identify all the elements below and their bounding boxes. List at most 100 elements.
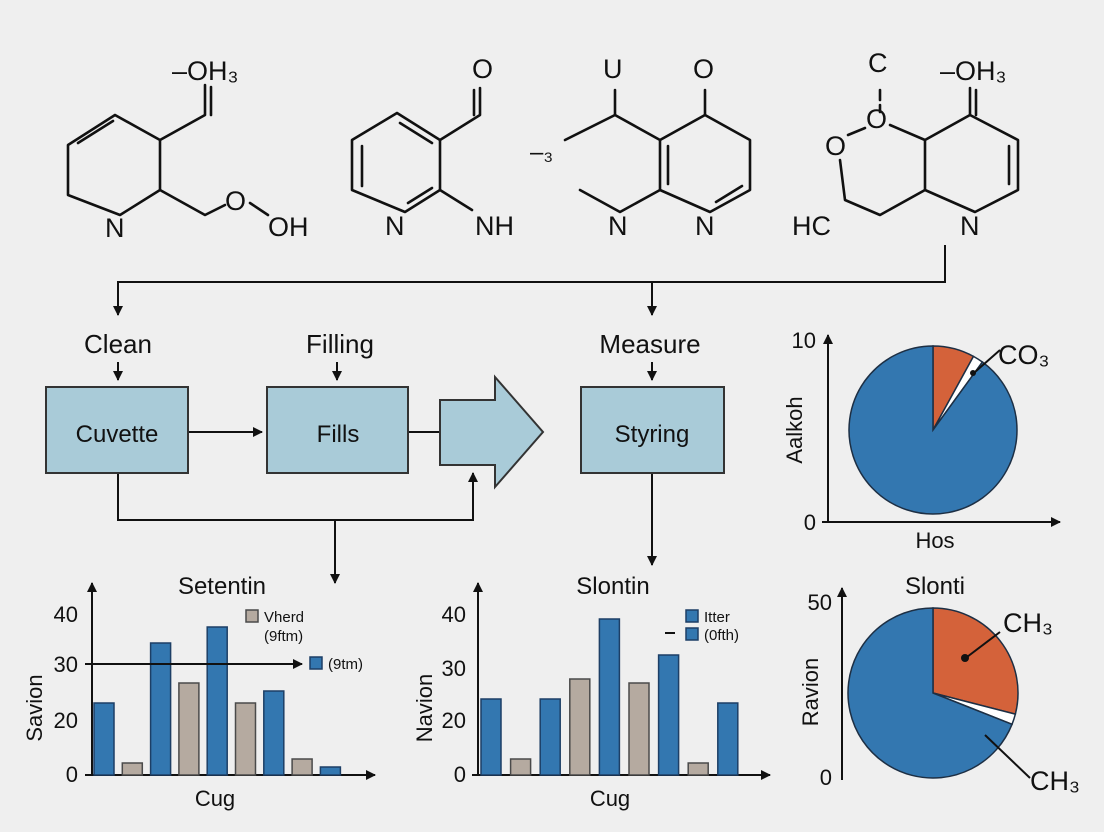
pie2-callout-line-1	[966, 631, 1001, 658]
pie2-slices	[847, 607, 1019, 779]
bar2-ylabel: Navion	[412, 674, 437, 742]
bar1-legend-swatch-1	[245, 609, 259, 623]
fills-box	[266, 386, 409, 474]
molecule-2: O N NH	[350, 54, 514, 241]
mol4-ringo-label: O	[866, 104, 887, 134]
flow-arrow-shape	[439, 374, 545, 490]
mol3-o-label: O	[693, 54, 714, 84]
bar1-bar-6	[234, 702, 257, 776]
measure-label: Measure	[599, 329, 700, 359]
mol3-left-label: –₃	[530, 139, 553, 166]
bar1-bar-9	[319, 766, 342, 776]
pie2-slice-label-1: CH₃	[1003, 608, 1053, 638]
pie2-slice-3	[847, 607, 1014, 779]
bar2-legend-text-2: (0fth)	[704, 627, 739, 644]
mol4-c-label: C	[868, 48, 888, 78]
bar2-legend-swatch-1	[685, 609, 699, 623]
pie1-callout-line	[974, 349, 1001, 373]
pie2-title: Slonti	[905, 573, 965, 600]
pie2-ylabel: Ravion	[798, 658, 823, 726]
bar2-bar-2	[509, 758, 532, 776]
styring-box-label: Styring	[615, 421, 690, 448]
bar2-ytick-40: 40	[442, 602, 466, 627]
mol3-u-label: U	[603, 54, 623, 84]
bar2-bar-3	[539, 698, 561, 776]
pie1-callout-dot	[970, 370, 976, 376]
pie1-ytick-0: 0	[804, 510, 816, 535]
bar1-ytick-20: 20	[54, 708, 78, 733]
bar1-legend-text-2: (9tm)	[328, 656, 363, 673]
bar2-bar-4	[569, 678, 591, 776]
pie2-ytick-0: 0	[820, 765, 832, 790]
bar1-title: Setentin	[178, 573, 266, 600]
pie-chart-slonti: Slonti 50 0 Ravion CH₃ CH₃	[798, 573, 1080, 796]
mol4-o2-label: O	[825, 131, 846, 161]
bar1-ytick-40: 40	[54, 602, 78, 627]
fills-box-label: Fills	[317, 421, 360, 448]
mol3-n1-label: N	[608, 211, 628, 241]
bar2-bar-7	[657, 654, 680, 776]
bar1-ytick-30: 30	[54, 652, 78, 677]
bar2-bar-1	[480, 698, 502, 776]
pie1-ylabel: Aalkoh	[782, 396, 807, 463]
molecule-1: –OH₃ N O OH	[66, 56, 309, 243]
flow-connectors	[113, 245, 946, 584]
bar2-bar-5	[598, 618, 621, 776]
bar2-ytick-30: 30	[442, 656, 466, 681]
cuvette-box	[45, 386, 189, 474]
mol4-oh3-label: –OH₃	[940, 56, 1007, 86]
mol4-n-label: N	[960, 211, 980, 241]
bar1-bar-7	[263, 690, 285, 776]
pie2-slice-1	[932, 607, 1019, 716]
mol1-n-label: N	[105, 213, 125, 243]
pie1-slice-label-co3: CO₃	[998, 340, 1050, 370]
bar2-legend-swatch-2	[685, 627, 699, 641]
pie2-callout-line-2	[984, 734, 1031, 779]
pie2-callout-dot	[961, 654, 969, 662]
bar-chart-slontin: Slontin Navion Cug 40 30 20 0 Itter (0ft…	[412, 573, 771, 811]
pie1-ytick-10: 10	[792, 328, 816, 353]
mol2-nh-label: NH	[475, 211, 514, 241]
bar1-bar-5	[206, 626, 228, 776]
bar2-title: Slontin	[576, 573, 649, 600]
bar1-ytick-0: 0	[66, 762, 78, 787]
bar-chart-setentin: Setentin Savion Cug 40 30 20 0 Vherd (9f…	[22, 573, 376, 811]
bar1-bars	[93, 626, 342, 776]
pie-chart-aalkoh: 10 0 Aalkoh Hos CO₃	[782, 328, 1061, 553]
mol2-o-label: O	[472, 54, 493, 84]
pie1-xlabel: Hos	[915, 528, 954, 553]
bar2-bar-8	[687, 762, 709, 776]
mol1-oh-label: OH	[268, 212, 309, 242]
bar2-ytick-0: 0	[454, 762, 466, 787]
bar2-bars	[480, 618, 739, 776]
bar2-ytick-20: 20	[442, 708, 466, 733]
molecule-4: C –OH₃ O O HC N	[792, 48, 1020, 241]
styring-box	[580, 386, 725, 474]
mol3-n2-label: N	[695, 211, 715, 241]
bar2-bar-9	[717, 702, 739, 776]
bar2-legend-text-1: Itter	[704, 609, 730, 626]
filling-label: Filling	[306, 329, 374, 359]
pie1-slice-3	[848, 345, 1018, 515]
bar1-legend-swatch-2	[309, 656, 323, 670]
bar1-bar-4	[178, 682, 200, 776]
pie1-slices	[848, 345, 1018, 515]
bar2-xlabel: Cug	[590, 786, 630, 811]
pie2-slice-label-2: CH₃	[1030, 766, 1080, 796]
mol4-hc-label: HC	[792, 211, 831, 241]
bar1-bar-3	[149, 642, 172, 776]
bar1-bar-2	[121, 762, 144, 776]
cuvette-box-label: Cuvette	[76, 421, 159, 448]
bar1-xlabel: Cug	[195, 786, 235, 811]
mol2-n-label: N	[385, 211, 405, 241]
bar1-bar-8	[291, 758, 313, 776]
bar2-bar-6	[628, 682, 650, 776]
molecule-3: U O –₃ N N	[530, 54, 752, 241]
bar1-legend-text-1: Vherd (9ftm)	[264, 609, 308, 645]
mol1-oh3-label: –OH₃	[172, 56, 239, 86]
bar1-bar-1	[93, 702, 115, 776]
mol1-o-label: O	[225, 186, 246, 216]
clean-label: Clean	[84, 329, 152, 359]
pie2-ytick-50: 50	[808, 590, 832, 615]
